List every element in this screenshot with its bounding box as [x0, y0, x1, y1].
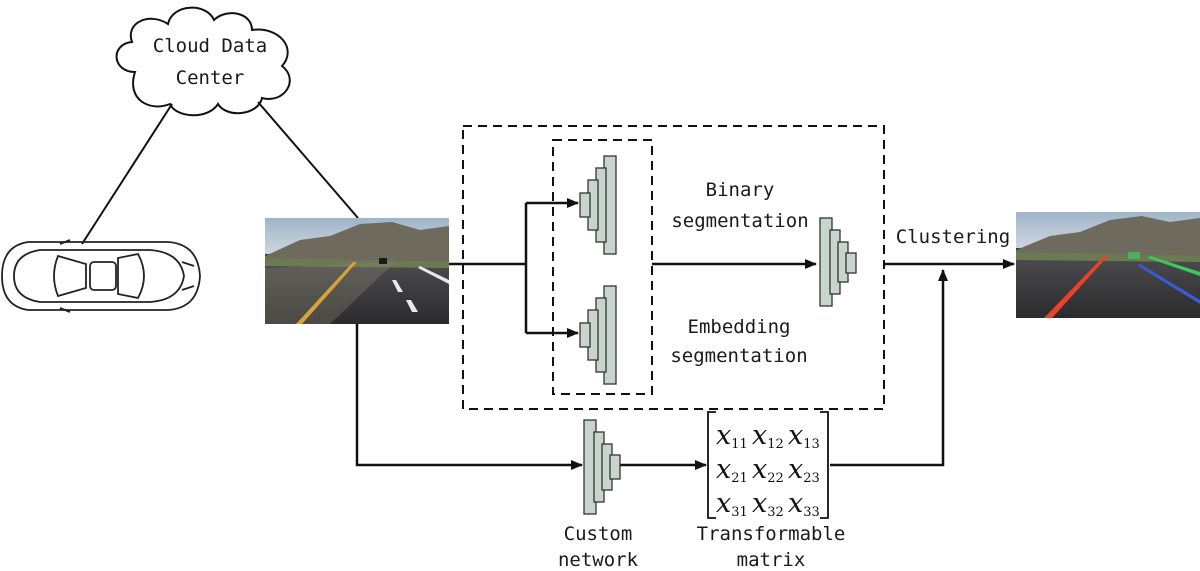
embedding-segmentation-label-line1: Embedding [688, 316, 791, 338]
lower-encoder-network-icon [579, 285, 617, 385]
matrix-left-bracket [707, 411, 716, 519]
lane-blue-icon [1138, 264, 1200, 304]
car-icon [1, 239, 201, 313]
decoder-network-icon [819, 217, 857, 307]
encoder-module-box [552, 139, 653, 395]
matrix-to-clustering-line [830, 269, 948, 467]
cloud-to-camera-line [257, 101, 359, 219]
cloud-data-center: Cloud Data Center [115, 6, 291, 117]
lane-red-icon [1044, 256, 1108, 318]
matrix-cell: x31 [716, 488, 748, 520]
embedding-segmentation-label-line2: segmentation [670, 345, 807, 367]
segmentation-module-box [462, 125, 885, 410]
image-to-custom-network-line [355, 324, 583, 470]
upper-encoder-network-icon [579, 155, 617, 255]
output-lane-image [1016, 212, 1200, 318]
matrix-cell: x13 [788, 420, 820, 452]
cloud-label-line1: Cloud Data [153, 35, 267, 57]
matrix-cell: x33 [788, 488, 820, 520]
custom-network-label-line2: network [558, 549, 639, 571]
cloud-label-line2: Center [176, 67, 245, 89]
cloud-icon [115, 6, 291, 117]
binary-segmentation-label-line1: Binary [706, 179, 775, 201]
custom-network-icon [583, 419, 621, 515]
cloud-to-car-line [81, 103, 173, 245]
matrix-cell: x32 [752, 488, 784, 520]
matrix-cell: x22 [752, 454, 784, 486]
matrix-right-bracket [820, 411, 829, 519]
clustering-label: Clustering [896, 226, 1010, 248]
transformable-matrix-label-line1: Transformable [697, 523, 846, 545]
matrix-cell: x12 [752, 420, 784, 452]
matrix-cell: x21 [716, 454, 748, 486]
binary-segmentation-label-line2: segmentation [671, 210, 808, 232]
matrix-cell: x11 [716, 420, 748, 452]
transformable-matrix-label-line2: matrix [737, 549, 806, 571]
custom-network-label-line1: Custom [564, 523, 633, 545]
matrix-cell: x23 [788, 454, 820, 486]
lane-green-icon [1148, 256, 1200, 276]
input-road-image [265, 218, 449, 324]
